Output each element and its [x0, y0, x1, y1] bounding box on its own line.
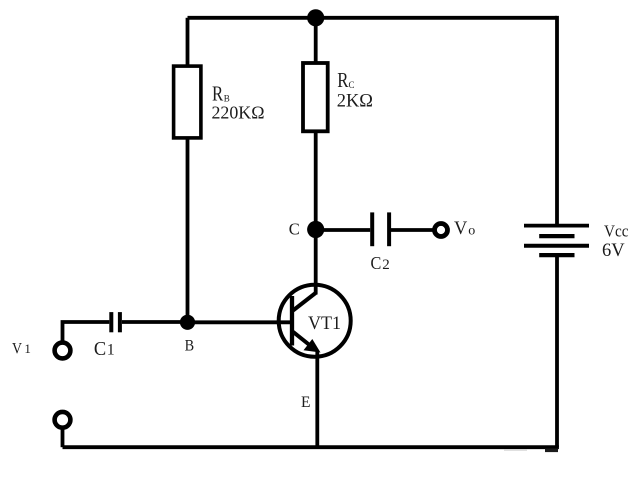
svg-text:C: C [371, 253, 382, 273]
svg-text:Vcc: Vcc [604, 222, 629, 241]
svg-text:V: V [454, 218, 468, 239]
svg-text:6V: 6V [602, 241, 625, 261]
svg-text:o: o [468, 224, 475, 239]
svg-text:1: 1 [24, 341, 31, 356]
svg-text:C: C [289, 220, 300, 239]
svg-text:2KΩ: 2KΩ [337, 92, 373, 112]
svg-text:V: V [12, 341, 23, 358]
svg-text:R: R [337, 68, 348, 92]
svg-text:B: B [224, 94, 230, 104]
svg-text:C: C [94, 338, 106, 360]
svg-text:1: 1 [107, 341, 115, 358]
svg-text:C: C [349, 80, 355, 90]
svg-text:E: E [301, 394, 310, 411]
svg-text:2: 2 [382, 257, 390, 273]
svg-text:220KΩ: 220KΩ [212, 102, 265, 122]
svg-text:B: B [185, 338, 195, 355]
svg-text:VT1: VT1 [308, 313, 341, 334]
svg-text:R: R [212, 82, 223, 106]
